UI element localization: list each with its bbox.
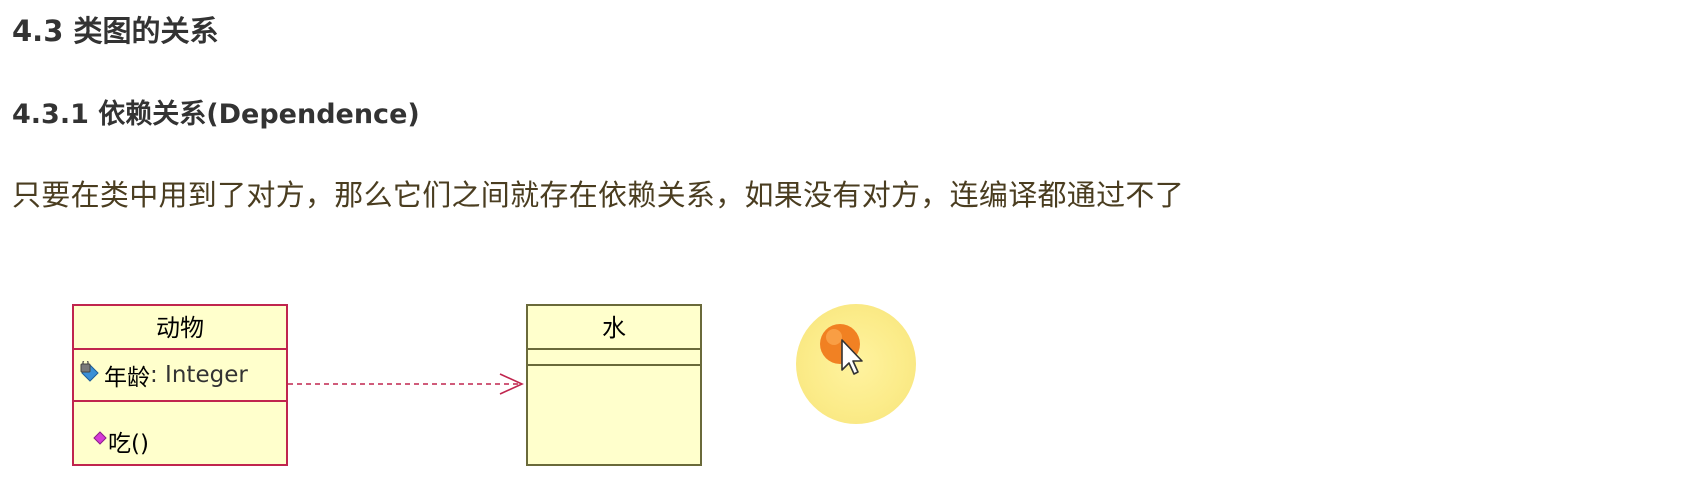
cursor-highlight <box>796 304 916 424</box>
subsection-heading: 4.3.1 依赖关系(Dependence) <box>12 99 420 130</box>
animal-attribute-name: 年龄 <box>104 365 150 391</box>
animal-attributes-section: 年龄 : Integer <box>74 350 286 402</box>
section-heading: 4.3 类图的关系 <box>12 14 219 48</box>
animal-operation-row: 吃() <box>92 424 149 458</box>
description-paragraph: 只要在类中用到了对方，那么它们之间就存在依赖关系，如果没有对方，连编译都通过不了 <box>12 178 1185 212</box>
public-operation-icon <box>92 428 108 454</box>
water-class-name: 水 <box>528 306 700 350</box>
animal-class-name: 动物 <box>74 306 286 350</box>
mouse-pointer-icon <box>820 324 863 375</box>
water-attributes-section <box>528 350 700 366</box>
animal-operation-name: 吃() <box>108 431 149 457</box>
private-attribute-icon <box>80 359 104 389</box>
animal-attribute-row: 年龄 : Integer <box>80 358 248 392</box>
animal-attribute-type: : Integer <box>150 362 248 388</box>
animal-class-box[interactable]: 动物 年龄 : Integer 吃() <box>72 304 288 466</box>
water-class-box[interactable]: 水 <box>526 304 702 466</box>
